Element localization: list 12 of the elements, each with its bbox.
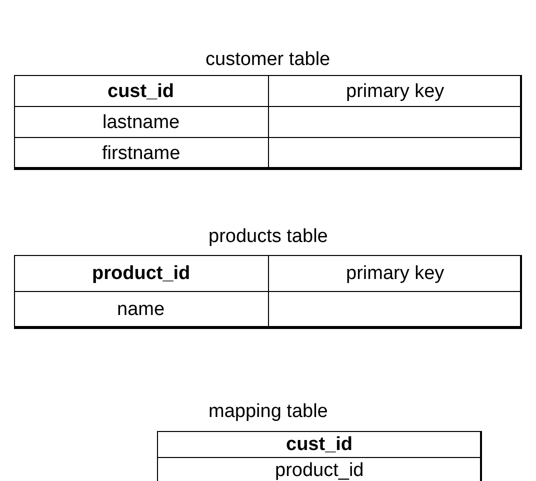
key-column-name: cust_id [286, 434, 353, 456]
key-column-name: cust_id [108, 80, 174, 102]
column-name: name [117, 299, 165, 321]
key-note: primary key [346, 263, 444, 285]
table-title: customer table [206, 49, 330, 71]
table-title: mapping table [208, 401, 328, 423]
column-name: lastname [102, 112, 180, 134]
table-title: products table [208, 226, 328, 248]
column-name: firstname [102, 142, 180, 164]
key-column-name: product_id [92, 263, 190, 285]
column-name: product_id [275, 460, 364, 481]
key-note: primary key [346, 80, 444, 102]
